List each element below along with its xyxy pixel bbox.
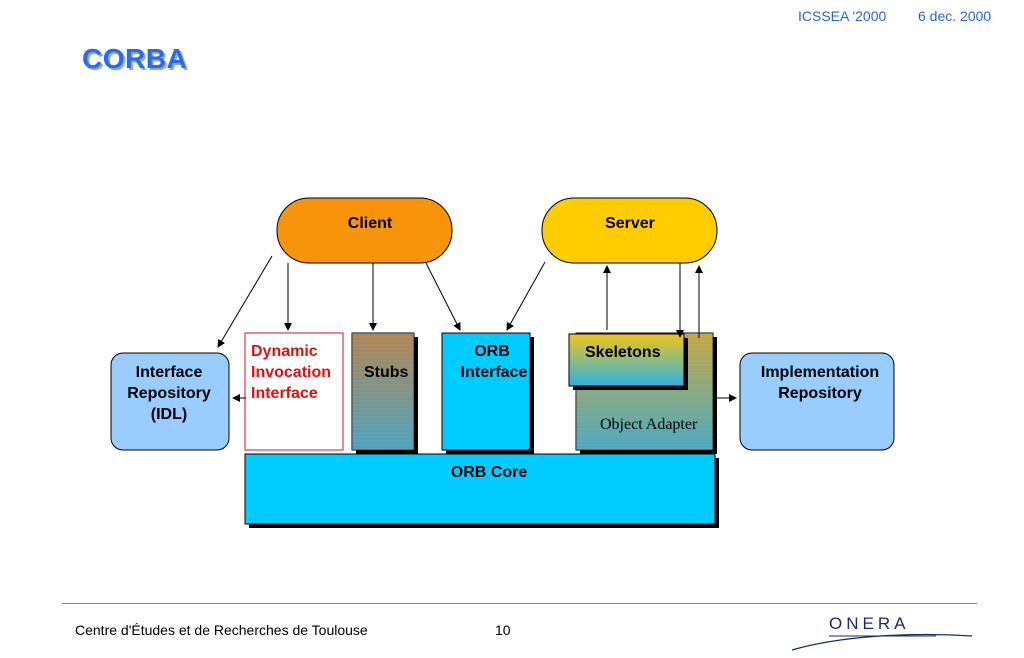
dii-box [244, 332, 344, 451]
arrow-server-to-orbi [506, 261, 546, 331]
orb-interface-box [441, 332, 531, 451]
conference-label: ICSSEA '2000 [798, 8, 887, 24]
arrow-client-to-orbi [425, 262, 461, 331]
orb-interface-label-line1: ORB [474, 343, 510, 360]
object-adapter-label: Object Adapter [600, 416, 698, 433]
dii-label-line3: Interface [251, 385, 318, 402]
client-box [276, 197, 453, 264]
skeletons-label: Skeletons [585, 344, 661, 361]
ir-label-line1: Interface [136, 364, 203, 381]
orb-core-box [244, 453, 716, 525]
date-label: 6 dec. 2000 [918, 8, 992, 24]
page-number: 10 [495, 622, 511, 638]
client-label: Client [348, 215, 393, 232]
footer-org: Centre d'Études et de Recherches de Toul… [75, 622, 368, 638]
onera-logo: ONERA [829, 614, 910, 633]
ir-label-line3: (IDL) [151, 406, 187, 423]
footer-divider [62, 603, 977, 604]
dii-label-line1: Dynamic [251, 343, 318, 360]
interface-repository-box [110, 352, 230, 451]
stubs-label: Stubs [364, 364, 409, 381]
arrow-client-to-ir [217, 255, 273, 348]
dii-label-line2: Invocation [251, 364, 331, 381]
impl-repo-label-line2: Repository [778, 385, 862, 402]
implementation-repository-box [739, 352, 895, 451]
impl-repo-label-line1: Implementation [761, 364, 879, 381]
server-label: Server [605, 215, 655, 232]
orb-interface-label-line2: Interface [461, 364, 528, 381]
ir-label-line2: Repository [127, 385, 211, 402]
server-box [541, 197, 718, 264]
onera-swoosh [791, 633, 973, 651]
skeletons-box [568, 333, 685, 387]
orb-core-label: ORB Core [451, 464, 528, 481]
page-title: CORBA [82, 43, 188, 74]
